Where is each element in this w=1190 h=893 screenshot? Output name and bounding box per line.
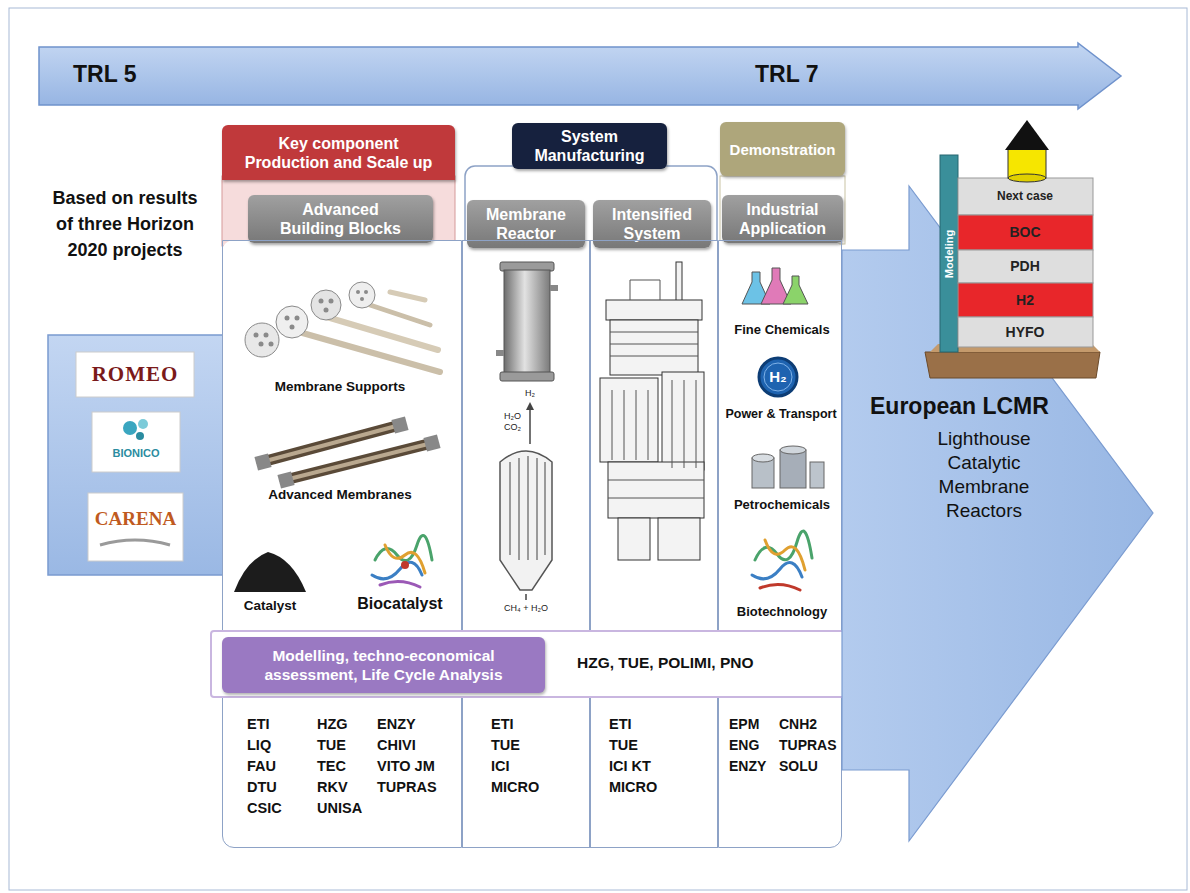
node-text: Modelling, techno-economical assessment,…	[231, 646, 536, 684]
partner-column: ETI TUE ICI KT MICRO	[590, 240, 718, 848]
node-text: EPM ENG ENZY	[729, 714, 766, 777]
trl-arrow: TRL 5 TRL 7	[38, 42, 1123, 110]
node-text: ETI LIQ FAU DTU CSIC	[247, 714, 282, 819]
partner-column: ETI LIQ FAU DTU CSIC HZG TUE TEC RKV UNIS…	[222, 240, 462, 848]
node-text: ETI TUE ICI KT MICRO	[609, 714, 657, 798]
node-text: Industrial Application	[728, 200, 837, 238]
node-text: Lighthouse Catalytic Membrane Reactors	[932, 427, 1036, 523]
icon-text: H₂	[764, 368, 792, 386]
node-text: System Manufacturing	[518, 127, 661, 165]
node-text: Demonstration	[730, 140, 836, 159]
project-logo: CARENA	[88, 508, 183, 530]
page-frame	[9, 8, 1187, 890]
modelling-box: Modelling, techno-economical assessment,…	[222, 637, 545, 693]
intensified-system-drawing	[600, 262, 704, 560]
node-text: CNH2 TUPRAS SOLU	[779, 714, 837, 777]
fine-chemicals-icon	[742, 268, 808, 304]
node-text: TRL 7	[755, 61, 818, 88]
lcmr-arrow: European LCMR Lighthouse Catalytic Membra…	[842, 185, 1154, 842]
column-header: Advanced Building Blocks	[248, 195, 433, 243]
node-text: Key component Production and Scale up	[239, 134, 439, 172]
column-ground	[222, 240, 842, 848]
phase-header: Key component Production and Scale up	[222, 125, 455, 180]
node-text: European LCMR	[870, 393, 1049, 420]
layer-label: HYFO	[960, 324, 1090, 341]
item-label: Petrochemicals	[722, 497, 842, 513]
column-header: Industrial Application	[722, 195, 843, 243]
stream-label: H₂	[519, 388, 541, 399]
membrane-supports-picture	[245, 282, 440, 372]
stream-label: CO₂	[499, 422, 526, 433]
left-arrow	[48, 335, 248, 575]
node-text: HZG TUE TEC RKV UNISA	[317, 714, 362, 819]
stream-label: H₂O	[499, 411, 526, 422]
phase-header: Demonstration	[720, 122, 845, 176]
layer-label: BOC	[960, 224, 1090, 241]
phase-header: System Manufacturing	[512, 123, 667, 169]
item-label: Power & Transport	[711, 406, 851, 422]
item-label: Biotechnology	[722, 604, 842, 620]
node-text: HZG, TUE, POLIMI, PNO	[577, 654, 754, 672]
item-label: Biocatalyst	[345, 594, 455, 613]
catalyst-picture	[234, 552, 306, 592]
intro-note: Based on results of three Horizon 2020 p…	[45, 185, 205, 263]
node-text: Intensified System	[599, 205, 705, 243]
node-text: ETI TUE ICI MICRO	[491, 714, 539, 798]
item-label: Catalyst	[230, 598, 310, 614]
membrane-reactor-vessel	[496, 262, 558, 381]
project-logo: BIONICO	[92, 446, 180, 460]
node-text: ENZY CHIVI VITO JM TUPRAS	[377, 714, 437, 798]
petrochemicals-icon	[752, 446, 824, 488]
layer-label: PDH	[960, 258, 1090, 275]
hydrogen-icon	[759, 358, 797, 396]
stream-label: CH₄ + H₂O	[486, 603, 566, 614]
biocatalyst-picture	[372, 535, 432, 587]
advanced-membranes-picture	[254, 416, 440, 488]
item-label: Advanced Membranes	[240, 487, 440, 503]
layer-label: H2	[960, 292, 1090, 309]
shape-outline	[38, 42, 1123, 110]
modelling-band: HZG, TUE, POLIMI, PNO Modelling, techno-e…	[210, 630, 865, 698]
partner-column: ETI TUE ICI MICRO	[462, 240, 590, 848]
node-text: Advanced Building Blocks	[271, 200, 411, 238]
layer-label: Next case	[960, 189, 1090, 204]
biotechnology-icon	[752, 531, 812, 590]
membrane-reactor-scheme	[500, 402, 552, 600]
item-label: Fine Chemicals	[722, 322, 842, 338]
node-text: Membrane Reactor	[473, 205, 579, 243]
modeling-label: Modeling	[941, 194, 957, 314]
node-text: TRL 5	[73, 61, 136, 88]
item-label: Membrane Supports	[240, 379, 440, 395]
project-logo: ROMEO	[80, 362, 190, 386]
